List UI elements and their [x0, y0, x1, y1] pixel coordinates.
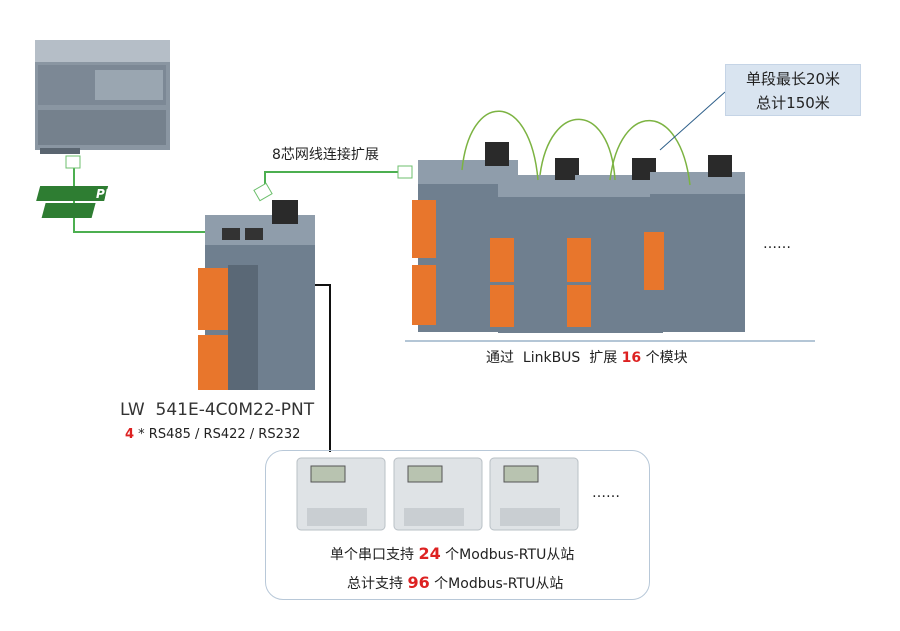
cable-length-callout: 单段最长20米 总计150米	[725, 64, 861, 116]
serial-wire	[315, 284, 331, 452]
network-label: 8芯网线连接扩展	[272, 147, 379, 163]
line2-post: 个Modbus-RTU从站	[429, 576, 564, 592]
line2-pre: 总计支持	[347, 576, 408, 592]
svg-text:NET: NET	[106, 204, 133, 218]
svg-text:PROFI: PROFI	[96, 187, 137, 201]
linkbus-post: 个模块	[641, 350, 688, 366]
profinet-logo: PROFI NET	[36, 186, 137, 218]
plc-device	[35, 40, 170, 154]
main-module-model: LW 541E-4C0M22-PNT	[120, 400, 315, 420]
expansion-modules	[412, 142, 745, 333]
linkbus-cables	[461, 110, 691, 186]
line2-count: 96	[407, 573, 430, 592]
line1-post: 个Modbus-RTU从站	[440, 547, 575, 563]
main-module-ports: 4 * RS485 / RS422 / RS232	[125, 427, 300, 442]
main-module-device	[198, 200, 315, 390]
line1-pre: 单个串口支持	[330, 547, 419, 563]
linkbus-count: 16	[621, 350, 642, 366]
slaves-line1: 单个串口支持 24 个Modbus-RTU从站	[330, 544, 574, 564]
slaves-line2: 总计支持 96 个Modbus-RTU从站	[347, 573, 563, 593]
ports-text: * RS485 / RS422 / RS232	[134, 427, 301, 442]
expansion-cable	[264, 171, 400, 190]
linkbus-caption: 通过 LinkBUS 扩展 16 个模块	[486, 347, 688, 367]
linkbus-pre: 通过 LinkBUS 扩展	[486, 350, 622, 366]
slaves-panel	[265, 450, 650, 600]
slave-devices	[296, 457, 579, 531]
callout-line1: 单段最长20米	[745, 70, 841, 88]
callout-line2: 总计150米	[756, 94, 830, 112]
expansion-ellipsis: ……	[763, 236, 791, 252]
callout-pointer	[659, 91, 726, 151]
slaves-ellipsis: ……	[592, 485, 620, 501]
ports-count: 4	[125, 427, 135, 442]
line1-count: 24	[418, 544, 441, 563]
